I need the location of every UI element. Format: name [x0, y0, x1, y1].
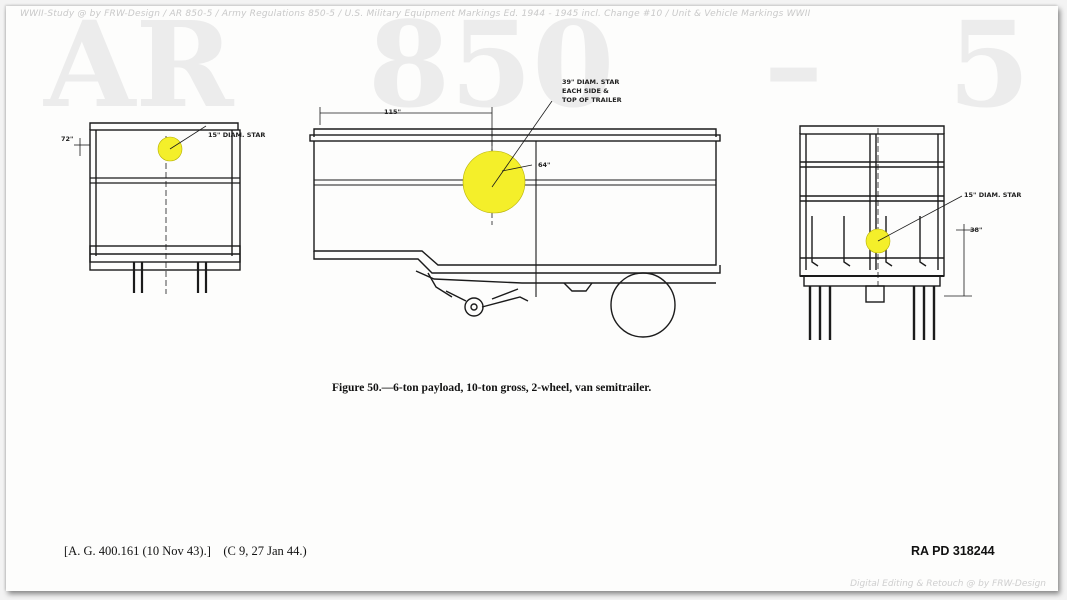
watermark-big-dash: – — [764, 6, 823, 134]
side-star-callout-line2: EACH SIDE & — [562, 87, 609, 95]
side-right-dimension-callout: 64" — [538, 161, 551, 169]
side-top-dimension-callout: 115" — [384, 108, 401, 116]
side-wheel — [610, 272, 676, 338]
plate-number: RA PD 318244 — [911, 544, 995, 558]
rear-dimension-callout: 38" — [970, 226, 983, 234]
watermark-bottom-line: Digital Editing & Retouch @ by FRW-Desig… — [850, 579, 1046, 589]
rear-star-callout: 15" DIAM. STAR — [964, 191, 1022, 199]
watermark-big-850: 850 — [368, 6, 615, 134]
watermark-big-5: 5 — [948, 6, 1031, 134]
side-star-callout-line3: TOP OF TRAILER — [562, 96, 622, 104]
side-star-marker — [462, 150, 526, 214]
front-star-callout: 15" DIAM. STAR — [208, 131, 266, 139]
rear-view-drawing — [799, 125, 976, 340]
watermark-top-line: WWII-Study @ by FRW-Design / AR 850-5 / … — [20, 9, 811, 19]
document-page: WWII-Study @ by FRW-Design / AR 850-5 / … — [6, 6, 1058, 591]
front-dimension-callout: 72" — [61, 135, 74, 143]
side-star-callout-line1: 39" DIAM. STAR — [562, 78, 620, 86]
watermark-big-ar: AR — [44, 6, 234, 134]
side-star-callout: 39" DIAM. STAR EACH SIDE & TOP OF TRAILE… — [562, 78, 622, 105]
citation-line: [A. G. 400.161 (10 Nov 43).] (C 9, 27 Ja… — [64, 544, 307, 558]
front-view-drawing — [74, 122, 241, 294]
side-view-drawing — [309, 101, 721, 338]
figure-caption: Figure 50.—6-ton payload, 10-ton gross, … — [332, 382, 652, 394]
